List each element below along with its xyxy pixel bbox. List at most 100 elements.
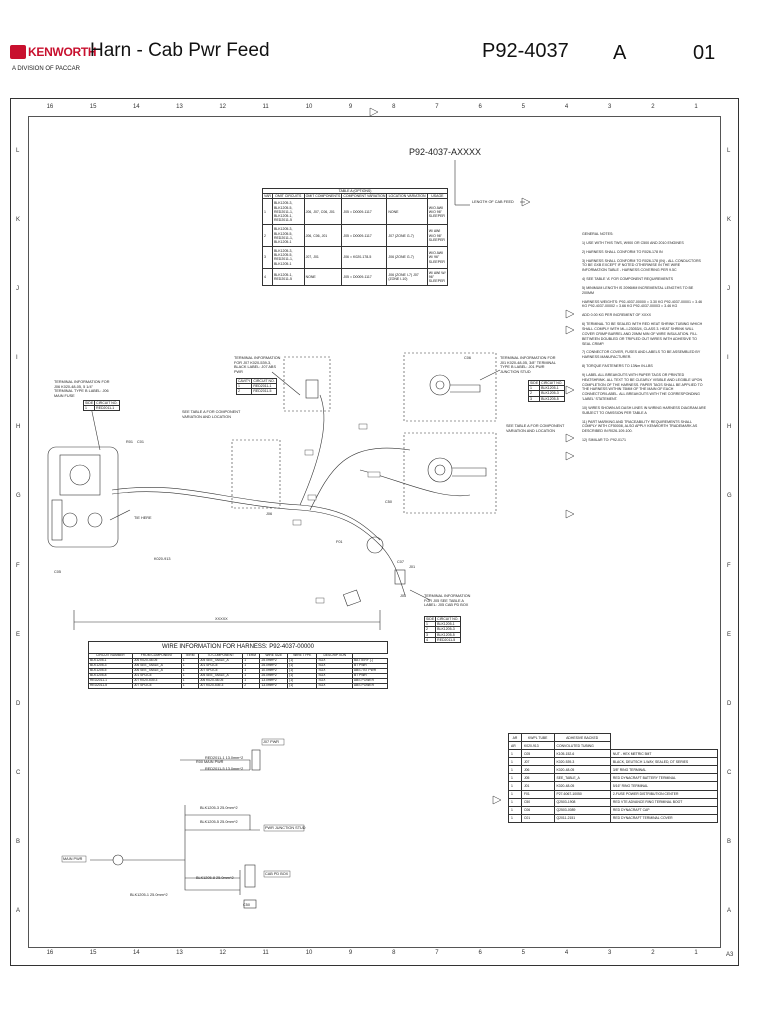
zone-row-D: D: [16, 700, 21, 707]
drawing-frame: [10, 98, 739, 966]
connector-label: C06: [464, 356, 471, 360]
callout-component-variation: SEE TABLE A FOR COMPONENT VARIATION AND …: [182, 410, 241, 419]
bottom-component-label: PWR JUNCTION STUD: [265, 826, 306, 830]
table-a-title: TABLE A (OPTIONS): [262, 187, 448, 195]
table-header: SIDE: [527, 379, 541, 387]
zone-row-H: H: [16, 424, 21, 431]
table-cell: Q2011-2151: [553, 813, 611, 823]
table-header: SIDE: [82, 399, 96, 407]
notes-heading: GENERAL NOTES:: [582, 232, 614, 236]
table-cell: J07, J01: [303, 246, 343, 269]
zone-column-8: 8: [392, 950, 396, 956]
note-item: 12) SIMILAR TO: P92-0171: [582, 438, 627, 443]
table-cell: RED2011-5: [88, 682, 133, 689]
table-header: COMPONENT VARIATION: [341, 193, 388, 200]
table-cell: Q2503-0089: [553, 805, 611, 815]
zone-column-16: 16: [46, 950, 54, 956]
table-cell: BLK1205-1: [435, 621, 461, 628]
table-cell: 3/8" RING TERMINAL: [609, 765, 719, 775]
bottom-component-label: CAB PD BOX: [265, 872, 289, 876]
zone-column-3: 3: [608, 950, 612, 956]
connector-label: F01: [336, 540, 343, 544]
table-cell: RED DYNACRAFT CAP: [609, 805, 719, 815]
table-cell: K020-48-05: [553, 765, 611, 775]
zone-column-14: 14: [132, 950, 140, 956]
table-header: CIRCUIT NO.: [251, 377, 277, 385]
length-value: XXXXX: [215, 617, 228, 621]
zone-column-11: 11: [262, 950, 269, 956]
table-cell: J01: [520, 781, 555, 791]
terminal-j01-title: TERMINAL INFORMATION FOR J01 K020-48-05,…: [500, 356, 556, 375]
table-cell: SEE_TABLE_A: [553, 773, 611, 783]
zone-row-L: L: [727, 147, 731, 154]
c05-label: C05: [54, 570, 61, 574]
notes-list: 1) USE WITH THIS TWS, W900 OR C500 AND 2…: [582, 241, 706, 443]
table-header: SIDE: [423, 615, 437, 623]
table-cell: J06, C06, J01: [303, 224, 343, 248]
zone-column-14: 14: [132, 104, 140, 110]
title-block: KENWORTH A DIVISION OF PACCAR Harn - Cab…: [0, 0, 768, 92]
terminal-j05-title: TERMINAL INFORMATION FOR J05 SEE TABLE A…: [424, 594, 471, 608]
table-cell: BLK1205-3: [539, 390, 565, 397]
zone-row-D: D: [727, 700, 732, 707]
connector-label: J06: [266, 512, 273, 516]
table-cell: 1: [508, 813, 522, 823]
table-header: CIRCUIT NO.: [94, 399, 120, 407]
zone-column-15: 15: [89, 950, 97, 956]
zone-column-6: 6: [478, 104, 482, 110]
connector-label: J01: [409, 565, 416, 569]
table-cell: J05 = D0009-1117: [341, 198, 388, 226]
table-cell: J05: [520, 773, 555, 783]
table-cell: J07: [520, 757, 555, 767]
zone-row-F: F: [16, 562, 20, 569]
zone-column-1: 1: [694, 104, 698, 110]
conduit-label: K020-913: [154, 557, 171, 561]
zone-row-E: E: [727, 631, 732, 638]
table-cell: ABS POWER: [351, 682, 389, 689]
zone-column-9: 9: [348, 104, 353, 110]
table-cell: RED DYNACRAFT BATTERY TERMINAL: [609, 773, 719, 783]
table-cell: J05 = D0009-1117: [341, 224, 388, 248]
table-header: CAVITY: [235, 377, 253, 385]
table-cell: BLK1205-3: [435, 626, 461, 633]
connector-label: C07: [397, 560, 404, 564]
zone-row-B: B: [16, 839, 21, 846]
brand-division: A DIVISION OF PACCAR: [12, 66, 80, 72]
terminal-j06-title: TERMINAL INFORMATION FOR J06 K020-48-05,…: [54, 380, 110, 399]
table-cell: 4: [423, 636, 437, 643]
table-cell: NONE: [386, 198, 428, 226]
connector-label: C50: [385, 500, 392, 504]
note-item: 2) HARNESS SHALL CONFORM TO R026-178 IN: [582, 249, 663, 254]
zone-column-9: 9: [348, 950, 353, 956]
table-cell: RED2011-5: [435, 636, 461, 643]
connector-label: J05: [400, 594, 407, 598]
kenworth-emblem-icon: [10, 45, 26, 59]
zone-row-I: I: [16, 355, 18, 362]
table-cell: 1: [262, 198, 273, 226]
zone-column-13: 13: [176, 950, 183, 956]
table-cell: (1): [287, 682, 318, 689]
table-cell: RED2011-1: [251, 383, 277, 390]
table-cell: BLK1205-1: [539, 385, 565, 392]
zone-row-C: C: [727, 770, 732, 777]
table-cell: CONVOLUTED TUBING: [553, 741, 611, 751]
table-cell: RED DYNACRAFT TERMINAL COVER: [609, 813, 719, 823]
zone-column-16: 16: [46, 104, 54, 110]
